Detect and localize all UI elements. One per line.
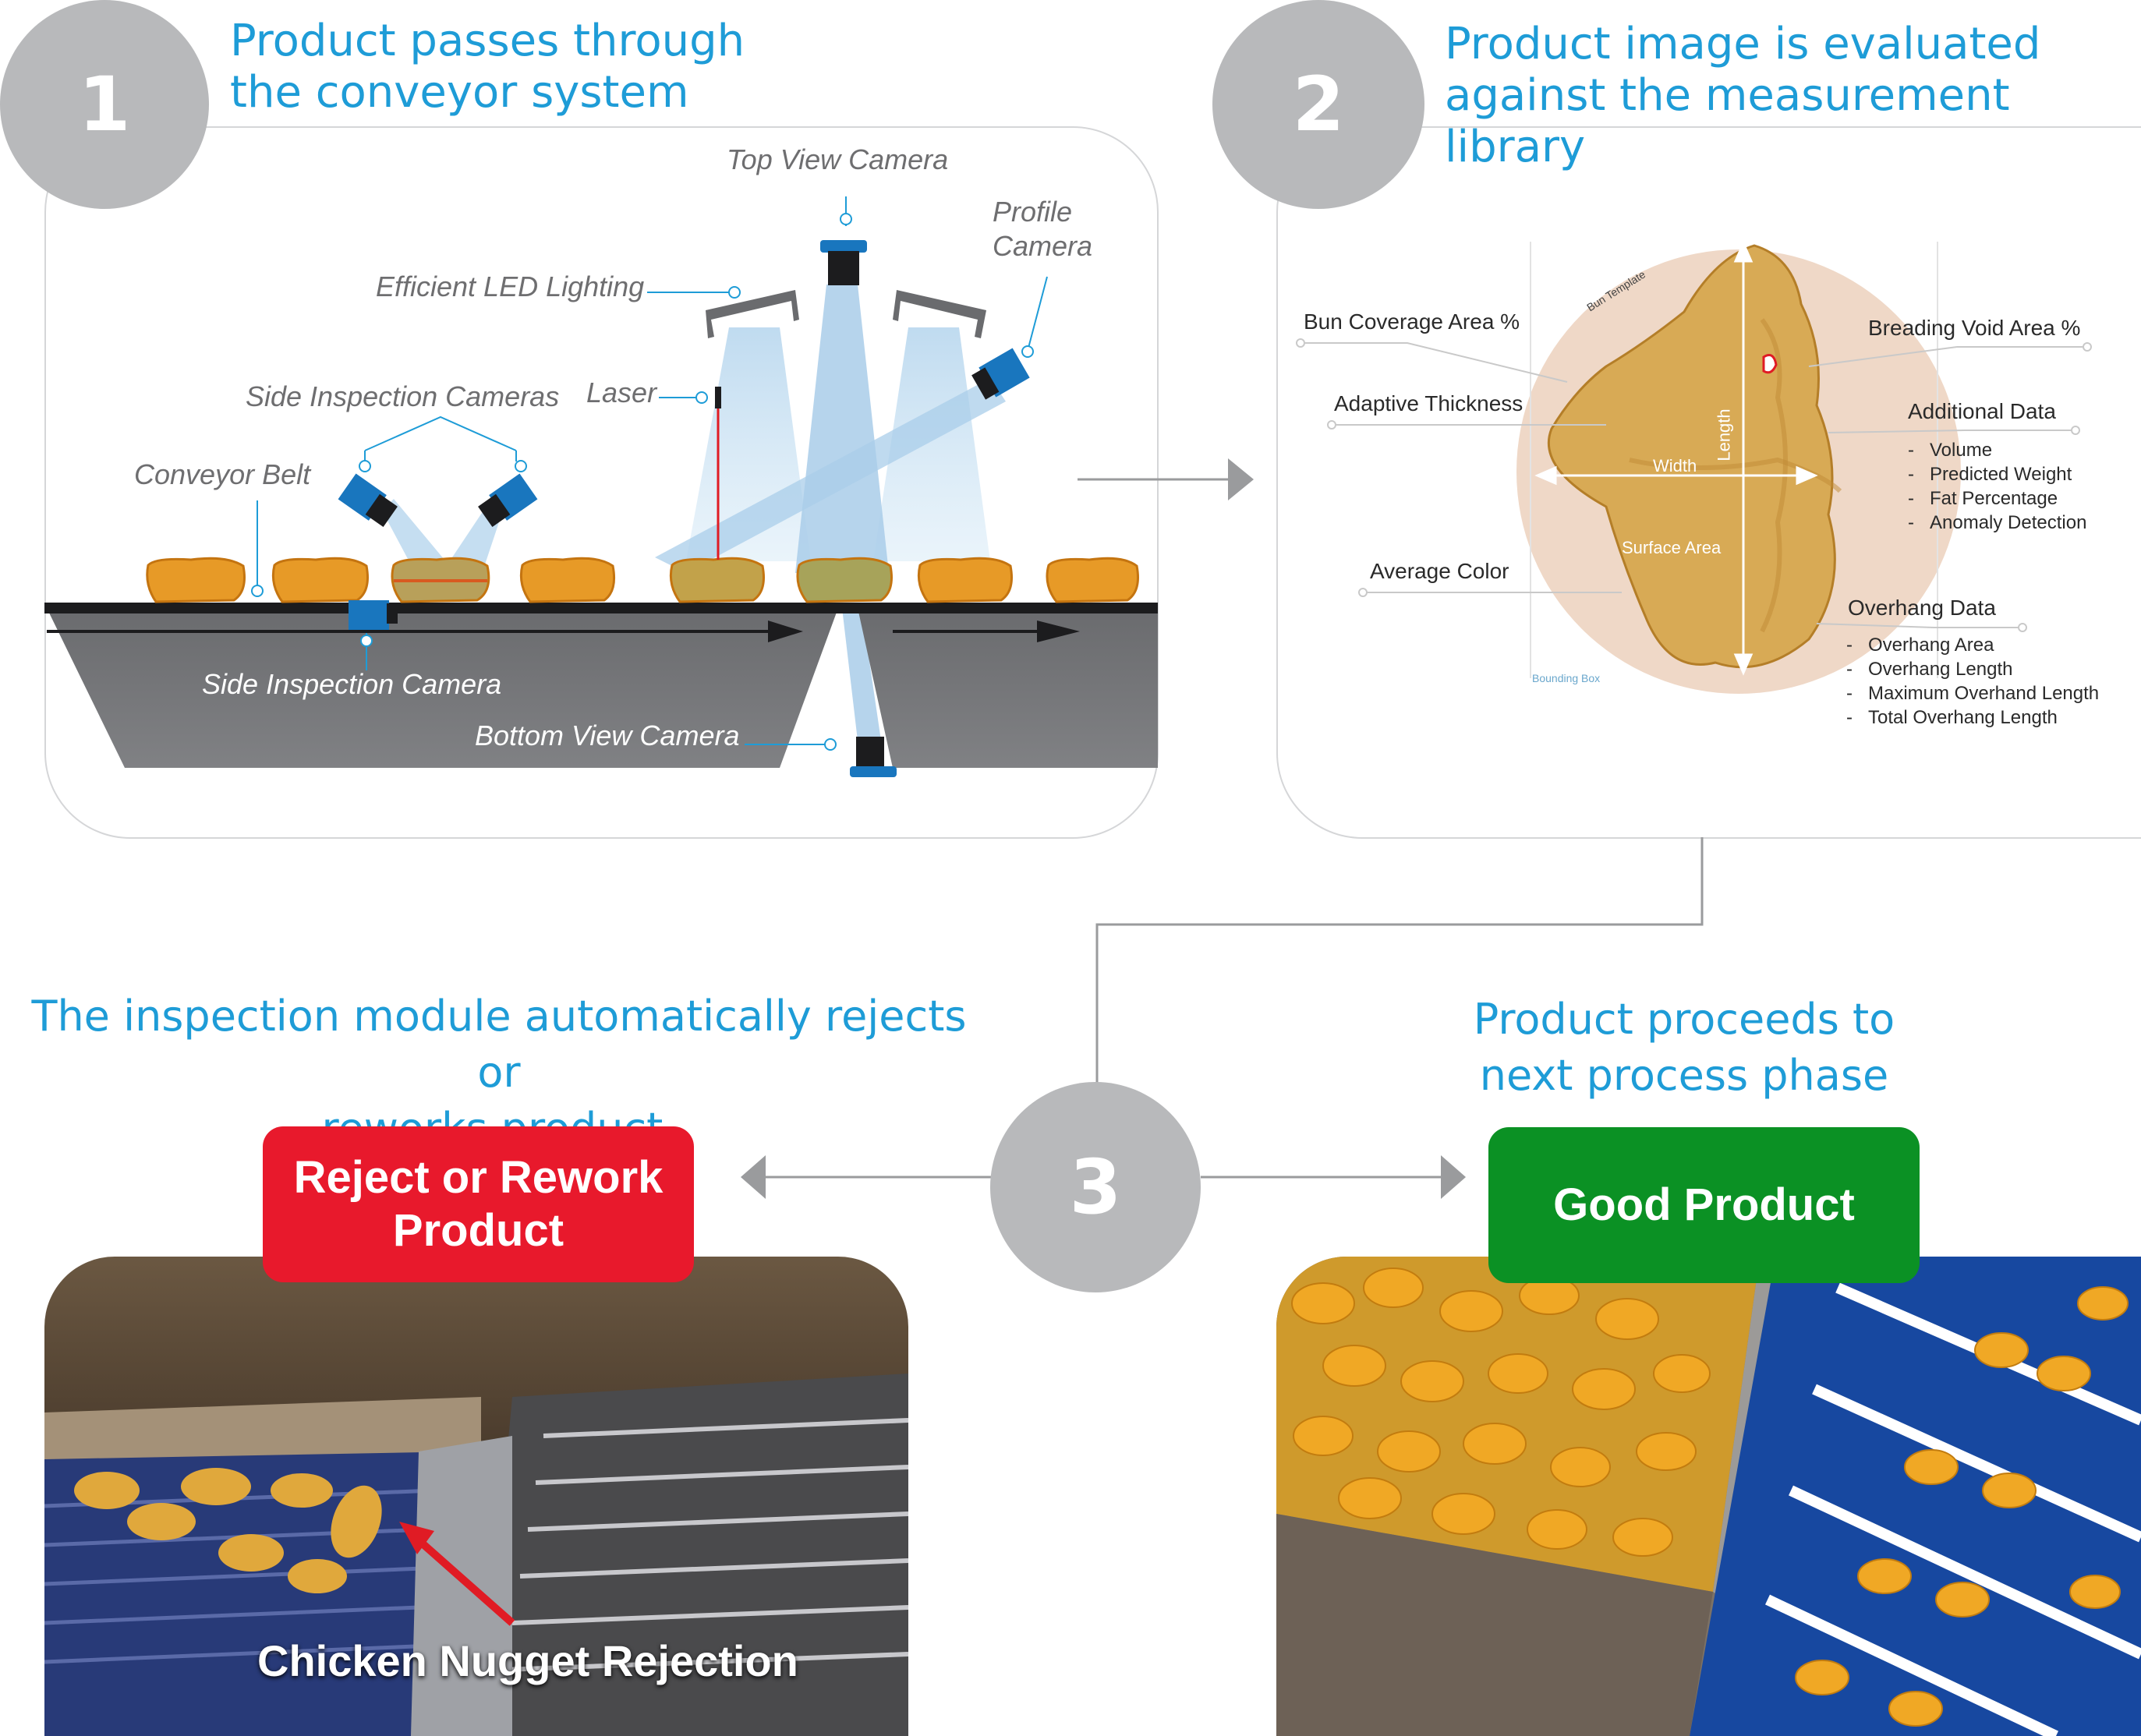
label-led-lighting: Efficient LED Lighting — [376, 270, 645, 302]
side-camera-right-icon — [478, 473, 538, 528]
side-camera-beam-left — [382, 499, 452, 569]
reject-photo-scene — [44, 1374, 908, 1736]
led-light-left — [706, 290, 799, 338]
label-top-view-camera: Top View Camera — [727, 143, 949, 175]
label-bounding-box: Bounding Box — [1532, 672, 1601, 684]
void-marker — [1762, 354, 1778, 374]
label-average-color: Average Color — [1370, 559, 1509, 583]
overhang-data-item: - Overhang Length — [1846, 659, 2013, 680]
good-product-photo — [1276, 1257, 2141, 1736]
conveyor-belt-top — [44, 603, 1158, 613]
label-breading-void: Breading Void Area % — [1868, 316, 2081, 340]
reject-caption: Chicken Nugget Rejection — [257, 1636, 798, 1685]
additional-data-item: - Volume — [1908, 440, 1993, 461]
step2-heading: Product image is evaluated against the m… — [1445, 19, 2041, 172]
step3-arrows — [741, 1155, 1466, 1199]
good-product-scene — [1276, 1257, 2141, 1736]
step3-number: 3 — [990, 1082, 1201, 1292]
step2-number: 2 — [1212, 0, 1424, 209]
good-heading: Product proceeds to next process phase — [1473, 995, 1895, 1100]
laser-emitter — [715, 387, 721, 408]
additional-data-item: - Predicted Weight — [1908, 464, 2072, 485]
patty-measurement-diagram — [1296, 240, 2092, 694]
step1-heading: Product passes through the conveyor syst… — [230, 16, 745, 118]
label-profile-camera: Profile Camera — [993, 196, 1093, 262]
label-adaptive-thickness: Adaptive Thickness — [1334, 391, 1523, 415]
label-side-inspection-cameras: Side Inspection Cameras — [246, 380, 560, 412]
additional-data-item: - Anomaly Detection — [1908, 512, 2087, 533]
label-overhang-data: Overhang Data — [1848, 596, 1996, 620]
side-camera-left-icon — [338, 473, 398, 528]
chicken-pieces — [146, 557, 1139, 603]
bottom-camera-beam — [842, 608, 881, 741]
label-bun-coverage: Bun Coverage Area % — [1304, 309, 1520, 334]
top-camera-beam — [795, 285, 889, 573]
led-light-beam-right — [873, 327, 990, 561]
conveyor-diagram — [44, 196, 1158, 777]
connector-step2-to-step3 — [1095, 837, 1704, 1088]
led-light-right — [893, 290, 986, 338]
overhang-data-item: - Total Overhang Length — [1846, 707, 2058, 728]
additional-data-item: - Fat Percentage — [1908, 488, 2058, 509]
top-view-camera-icon — [820, 240, 867, 285]
overhang-data-item: - Maximum Overhand Length — [1846, 683, 2100, 704]
patty-icon — [1547, 244, 1836, 669]
label-width: Width — [1653, 456, 1697, 476]
profile-camera-beam — [655, 378, 1006, 573]
profile-camera-icon — [971, 348, 1030, 400]
conveyor-hopper-right — [858, 608, 1158, 768]
conveyor-hopper-left — [47, 608, 838, 768]
label-additional-data: Additional Data — [1908, 399, 2056, 423]
overhang-data-item: - Overhang Area — [1846, 635, 1994, 656]
label-laser: Laser — [586, 377, 657, 408]
reject-badge: Reject or Rework Product — [263, 1126, 694, 1282]
label-conveyor-belt: Conveyor Belt — [134, 458, 311, 490]
reject-photo — [44, 1257, 908, 1736]
bottom-view-camera-icon — [850, 737, 897, 777]
label-bottom-view-camera: Bottom View Camera — [475, 720, 740, 751]
arrow-step1-to-step2 — [1078, 458, 1254, 500]
label-side-inspection-camera: Side Inspection Camera — [202, 668, 502, 700]
label-surface-area: Surface Area — [1622, 538, 1722, 557]
side-camera-belt-icon — [349, 600, 398, 630]
good-product-badge: Good Product — [1488, 1127, 1920, 1283]
label-length: Length — [1714, 408, 1734, 461]
step1-number: 1 — [0, 0, 209, 209]
